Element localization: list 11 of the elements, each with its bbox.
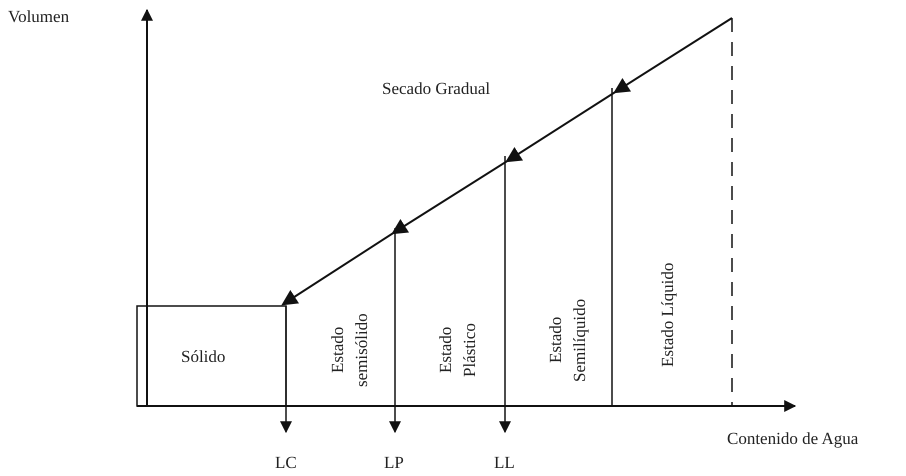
axis-label: Contenido de Agua [727,428,858,450]
region-label: Estado Semilíquido [545,297,590,384]
process-label: Secado Gradual [382,78,490,100]
limit-label: LL [494,452,515,474]
limit-label: LC [275,452,297,474]
limit-label: LP [384,452,404,474]
region-label: Sólido [181,346,226,368]
axis-label: Volumen [8,6,70,28]
region-label: Estado Plástico [435,322,480,379]
region-label: Estado Líquido [657,262,678,370]
region-label: Estado semisólido [327,312,372,389]
